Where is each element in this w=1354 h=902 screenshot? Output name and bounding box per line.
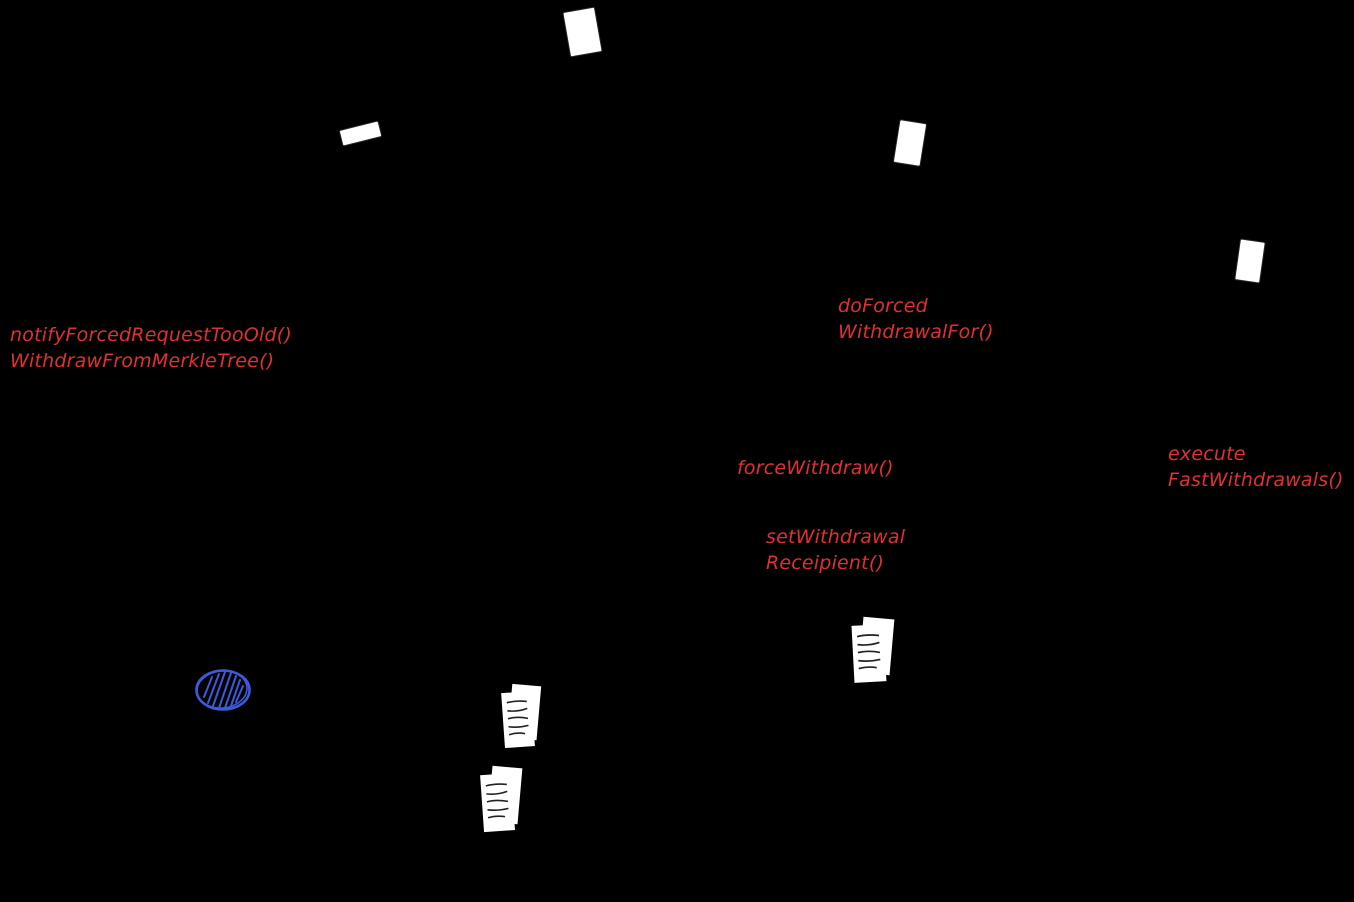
paper-icon [339,121,382,146]
label-set-withdrawal-receipient: setWithdrawal Receipient() [766,524,905,576]
scribble-ellipse-icon [195,669,251,711]
label-line: forceWithdraw() [737,457,894,479]
document-stack-icon [851,616,895,683]
label-do-forced-withdrawal-for: doForced WithdrawalFor() [838,293,994,345]
label-line: WithdrawalFor() [838,321,994,343]
label-force-withdraw: forceWithdraw() [737,455,894,481]
label-line: Receipient() [766,552,885,574]
label-line: WithdrawFromMerkleTree() [10,350,275,372]
document-stack-icon [501,683,542,749]
label-execute-fast-withdrawals: execute FastWithdrawals() [1168,441,1344,493]
label-notify-forced-request: notifyForcedRequestTooOld() WithdrawFrom… [10,322,292,374]
label-line: setWithdrawal [766,526,906,548]
paper-icon [1235,239,1265,283]
paper-icon [563,7,602,57]
label-line: doForced [838,295,928,317]
label-line: notifyForcedRequestTooOld() [10,324,292,346]
label-line: FastWithdrawals() [1168,469,1344,491]
paper-icon [893,120,927,166]
document-stack-icon [480,765,523,833]
label-line: execute [1168,443,1246,465]
